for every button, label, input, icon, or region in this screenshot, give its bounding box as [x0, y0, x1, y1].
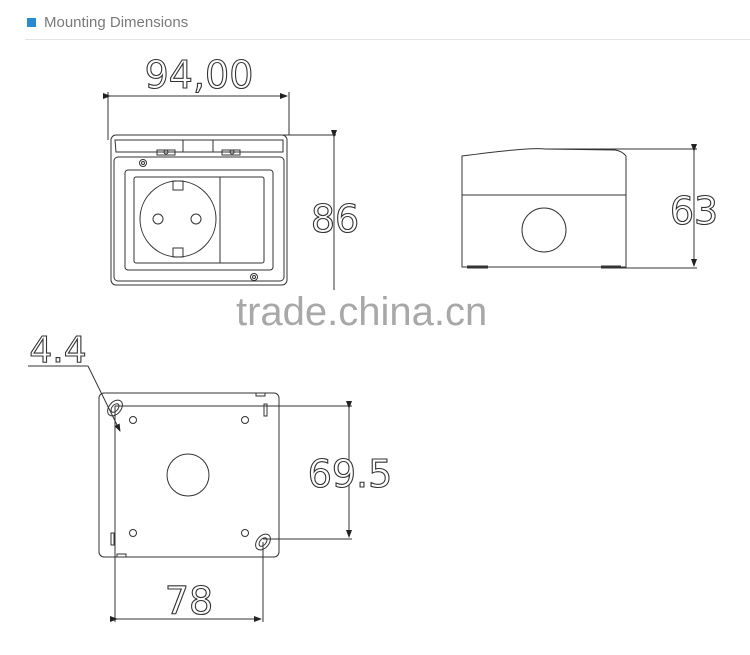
side-view	[461, 144, 697, 269]
front-view	[103, 92, 337, 290]
hole-diameter-label: 4.4	[29, 330, 86, 371]
vertical-spacing-label: 69.5	[308, 452, 393, 496]
header-divider	[25, 39, 750, 40]
watermark-text: trade.china.cn	[236, 290, 488, 334]
front-width-label: 94,00	[145, 53, 254, 97]
back-view	[28, 365, 352, 622]
section-header: Mounting Dimensions	[27, 10, 188, 34]
side-height-label: 63	[670, 189, 718, 233]
bullet-square-icon	[27, 17, 36, 27]
section-title: Mounting Dimensions	[44, 13, 189, 31]
horizontal-spacing-label: 78	[165, 579, 213, 623]
front-height-label: 86	[311, 197, 359, 241]
